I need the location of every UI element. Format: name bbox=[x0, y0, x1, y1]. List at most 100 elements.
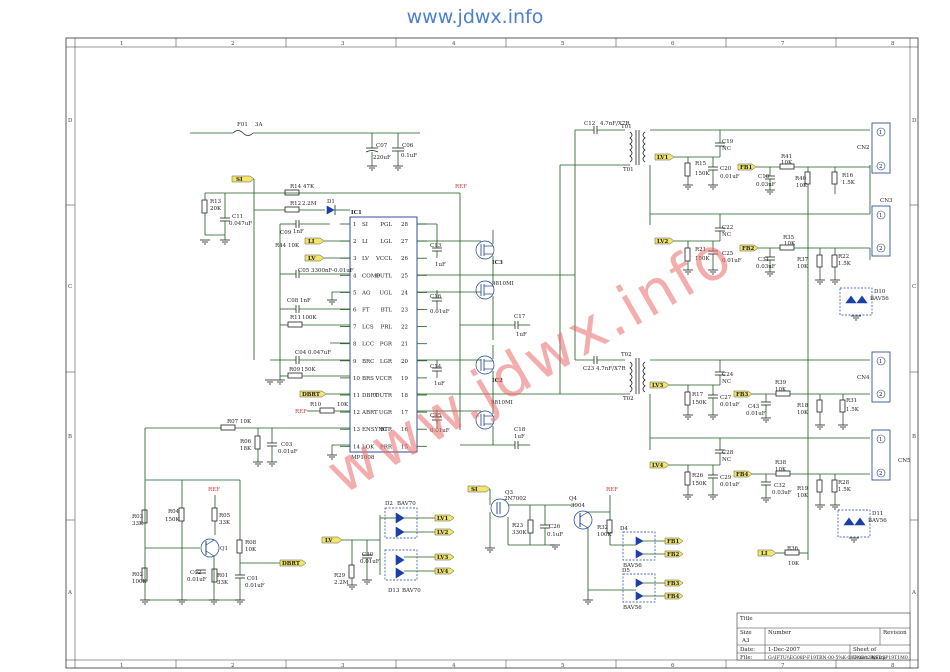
cap-c15: C15 0.01uF bbox=[430, 410, 450, 434]
res-r07: R07 10K bbox=[145, 419, 350, 431]
net-tag-lv4: LV4 bbox=[649, 461, 670, 469]
ic1-pin-name: LCS bbox=[362, 325, 374, 331]
svg-text:BAV56: BAV56 bbox=[623, 563, 642, 569]
svg-text:R12: R12 bbox=[290, 201, 301, 207]
svg-text:D4: D4 bbox=[620, 526, 628, 532]
ic1-pin-name: OUTR bbox=[375, 393, 393, 399]
svg-text:150K: 150K bbox=[301, 367, 316, 373]
svg-text:D10: D10 bbox=[874, 289, 886, 295]
svg-text:2.2M: 2.2M bbox=[334, 580, 349, 586]
grid-col-label: 4 bbox=[452, 41, 456, 47]
ic1-pin-number: 15 bbox=[401, 444, 408, 450]
svg-text:T01: T01 bbox=[621, 124, 632, 130]
res-r10: REF R10 10K bbox=[295, 402, 350, 415]
svg-text:C30: C30 bbox=[362, 552, 374, 558]
res-r15: R15 150K bbox=[684, 157, 710, 185]
svg-text:20K: 20K bbox=[210, 206, 222, 212]
svg-text:R38: R38 bbox=[775, 460, 787, 466]
svg-text:BAV56: BAV56 bbox=[870, 296, 889, 302]
ic1-pin-name: PGR bbox=[380, 342, 393, 348]
svg-text:1: 1 bbox=[879, 130, 883, 136]
svg-text:LV3: LV3 bbox=[437, 555, 448, 561]
svg-text:1.5K: 1.5K bbox=[838, 487, 852, 493]
net-tag-lv2-2: LV2 bbox=[434, 528, 455, 536]
svg-text:FB2: FB2 bbox=[742, 246, 755, 252]
svg-text:D13: D13 bbox=[388, 588, 400, 594]
ic1-pin-name: LCC bbox=[362, 342, 374, 348]
svg-text:R28: R28 bbox=[838, 480, 850, 486]
transformer-t02: T02 T02 bbox=[560, 352, 646, 402]
ic1-pin-name: UGR bbox=[379, 410, 393, 416]
sheet-border bbox=[65, 37, 919, 669]
ic1-pin-name: ENSYNC bbox=[362, 427, 387, 433]
svg-text:C28: C28 bbox=[722, 450, 734, 456]
grid-row-label: B bbox=[68, 434, 72, 440]
svg-text:REF: REF bbox=[208, 487, 220, 493]
svg-text:9810MI: 9810MI bbox=[491, 400, 513, 406]
ic1-pin-name: LGL bbox=[380, 239, 392, 245]
svg-text:R32: R32 bbox=[597, 525, 608, 531]
ic1-pin-name: VCCL bbox=[375, 256, 392, 262]
svg-text:R36: R36 bbox=[787, 546, 799, 552]
svg-text:9810MI: 9810MI bbox=[492, 281, 514, 287]
cap-c24: C24 NC bbox=[715, 360, 734, 385]
svg-text:C11: C11 bbox=[232, 214, 243, 220]
svg-text:1: 1 bbox=[879, 437, 883, 443]
ic2-label: IC2 bbox=[492, 378, 503, 384]
cap-c01: C01 0.01uF bbox=[235, 563, 265, 600]
svg-text:100K: 100K bbox=[597, 532, 612, 538]
svg-text:R13: R13 bbox=[210, 199, 222, 205]
svg-text:CN2: CN2 bbox=[857, 145, 870, 151]
svg-text:1uF: 1uF bbox=[516, 332, 527, 338]
svg-text:18K: 18K bbox=[240, 446, 252, 452]
svg-text:R44: R44 bbox=[275, 243, 287, 249]
net-tag-lv3: LV3 bbox=[649, 381, 670, 389]
svg-text:DBRT: DBRT bbox=[302, 392, 321, 398]
ic1-pin-name: ABRT bbox=[361, 410, 378, 416]
mosfet-ic2-high bbox=[475, 355, 495, 375]
svg-text:0.01uF: 0.01uF bbox=[722, 258, 742, 264]
svg-text:10K: 10K bbox=[796, 183, 808, 189]
svg-text:BAV56: BAV56 bbox=[623, 605, 642, 611]
res-r18: R18 10K bbox=[797, 394, 823, 425]
net-tag-fb2: FB2 bbox=[739, 244, 759, 252]
cap-c04: C04 0.047uF bbox=[270, 350, 350, 364]
svg-text:Q1: Q1 bbox=[220, 546, 228, 552]
ic1-pin-name: VCCR bbox=[374, 376, 392, 382]
cap-c25: C25 0.01uF bbox=[708, 241, 742, 270]
svg-text:SI: SI bbox=[471, 487, 478, 493]
svg-text:C10: C10 bbox=[758, 174, 770, 180]
svg-text:C01: C01 bbox=[247, 576, 258, 582]
svg-text:C18: C18 bbox=[514, 427, 526, 433]
diode-d10: D10 BAV56 bbox=[839, 287, 889, 316]
svg-text:R35: R35 bbox=[783, 235, 795, 241]
svg-text:R02: R02 bbox=[132, 572, 143, 578]
cap-c08: C08 1nF bbox=[280, 298, 350, 313]
svg-text:R21: R21 bbox=[695, 247, 706, 253]
diode-d11: D11 BAV56 bbox=[837, 509, 887, 538]
svg-text:33K: 33K bbox=[219, 520, 231, 526]
svg-text:R07: R07 bbox=[227, 419, 239, 425]
svg-text:1nF: 1nF bbox=[300, 298, 311, 304]
res-r03: R03 33K bbox=[132, 509, 148, 527]
svg-text:10K: 10K bbox=[288, 243, 300, 249]
svg-text:XSDSP19T1M0: XSDSP19T1M0 bbox=[872, 655, 908, 661]
ic1-pin-number: 8 bbox=[353, 342, 357, 348]
svg-text:REF: REF bbox=[606, 487, 618, 493]
cap-c16: C16 0.01uF bbox=[430, 290, 450, 315]
res-r23: R23 330K bbox=[512, 505, 534, 545]
svg-text:Date:: Date: bbox=[740, 647, 755, 653]
svg-text:FB1: FB1 bbox=[667, 539, 680, 545]
grid-row-label: A bbox=[67, 590, 73, 596]
svg-text:C14: C14 bbox=[430, 364, 442, 370]
svg-text:LI: LI bbox=[308, 239, 315, 245]
grid-col-label: 6 bbox=[671, 41, 675, 47]
svg-text:10K: 10K bbox=[245, 547, 257, 553]
svg-text:LV1: LV1 bbox=[657, 155, 668, 161]
cap-c30: C30 0.01uF bbox=[360, 540, 380, 580]
ic1-pin-number: 17 bbox=[401, 410, 408, 416]
svg-text:Q4: Q4 bbox=[569, 496, 578, 502]
svg-text:C20: C20 bbox=[720, 166, 732, 172]
svg-text:FB4: FB4 bbox=[736, 472, 749, 478]
